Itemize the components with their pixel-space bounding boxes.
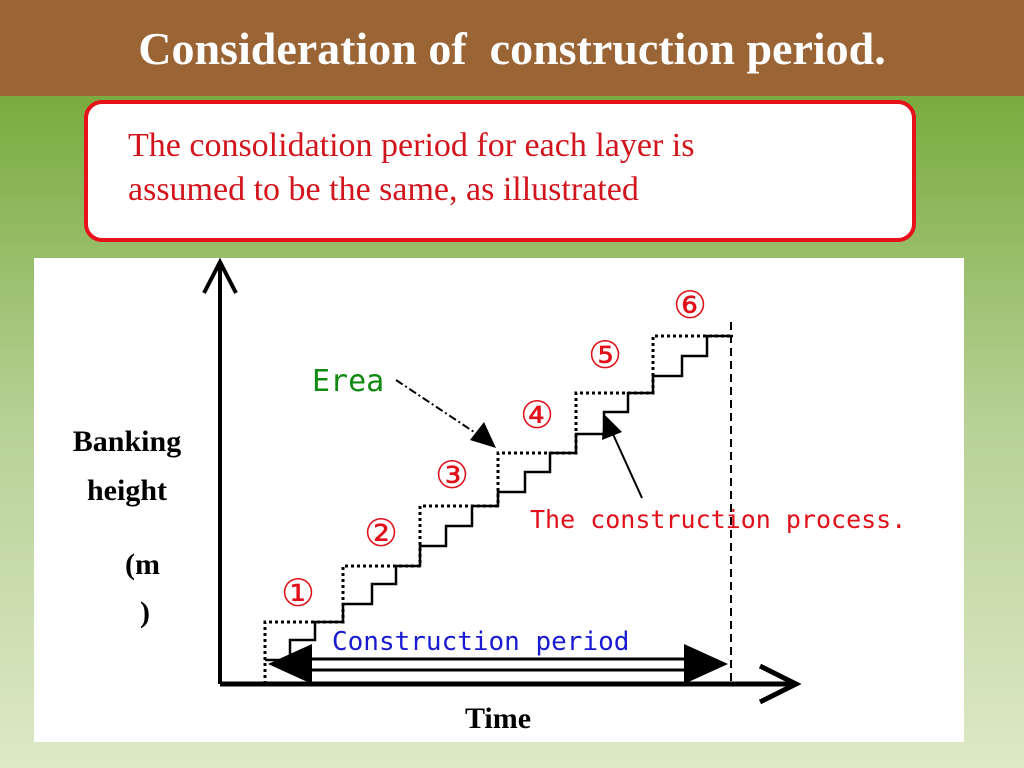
period-arrow-right — [684, 644, 728, 684]
layer-marker-6: ⑥ — [673, 283, 707, 327]
area-pointer-line — [395, 379, 475, 433]
y-axis-unit-line2: ) — [140, 596, 150, 629]
area-pointer-arrow — [470, 422, 496, 448]
x-axis-label: Time — [465, 702, 531, 735]
process-pointer-line — [611, 431, 643, 499]
note-line-1: The consolidation period for each layer … — [128, 127, 695, 164]
title-bar: Consideration of construction period. — [0, 0, 1024, 96]
layer-marker-3: ③ — [435, 453, 469, 497]
construction-process-line — [265, 334, 733, 662]
note-box: The consolidation period for each layer … — [84, 100, 916, 242]
process-label: The construction process. — [530, 505, 906, 534]
period-arrow-left — [268, 644, 312, 684]
layer-marker-1: ① — [281, 571, 315, 615]
period-label: Construction period — [332, 627, 629, 657]
y-axis-arrowhead — [202, 257, 238, 294]
y-axis-label-line2: height — [87, 474, 167, 507]
y-axis-label-line1: Banking — [73, 425, 181, 458]
note-line-2: assumed to be the same, as illustrated — [128, 171, 639, 208]
layer-marker-2: ② — [364, 511, 398, 555]
layer-marker-4: ④ — [520, 393, 554, 437]
y-axis-unit-line1: (m — [125, 548, 160, 581]
x-axis-arrowhead — [758, 663, 802, 705]
slide-title: Consideration of construction period. — [138, 22, 886, 74]
process-pointer-arrow — [602, 414, 622, 440]
note-text: The consolidation period for each layer … — [128, 124, 908, 212]
area-label: Erea — [312, 364, 384, 399]
layer-marker-5: ⑤ — [588, 333, 622, 377]
